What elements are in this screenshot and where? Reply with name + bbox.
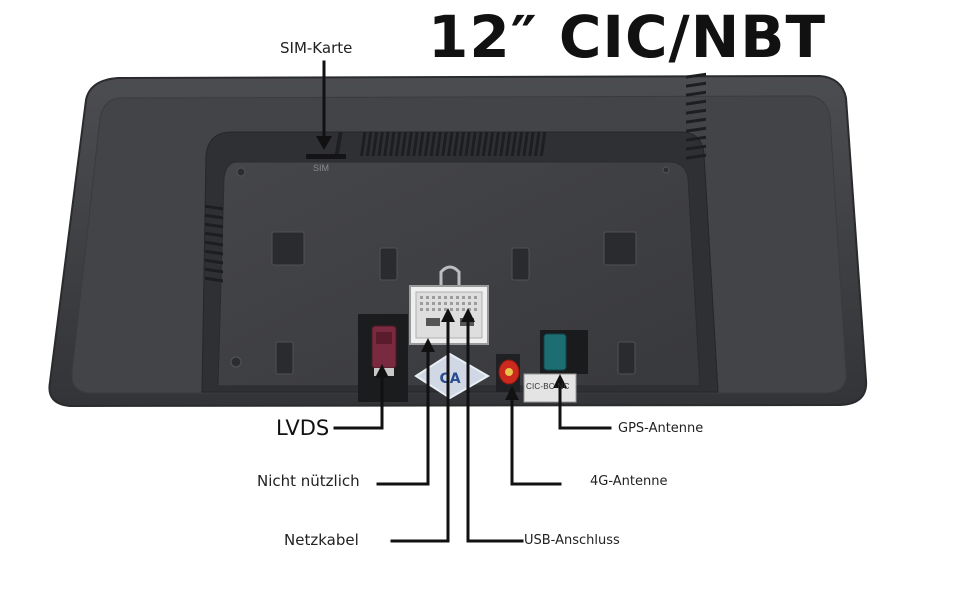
logo-sticker: CA [414,352,490,400]
screw-bottom-left [230,356,242,368]
top-vents [334,132,343,156]
screw-top-left [236,167,246,177]
label-not-useful: Nicht nützlich [257,472,360,490]
arrow-heads [316,136,567,400]
gps-connector [523,330,588,403]
label-4g-antenna: 4G-Antenne [590,474,668,489]
sim-slot [306,154,346,159]
antenna-4g-connector [496,354,520,392]
mounting-clips [271,231,637,375]
svg-text:CA: CA [439,371,460,387]
label-power-cable: Netzkabel [284,531,359,549]
connector-hook [439,265,461,290]
sim-slot-engraving: SIM [313,163,330,173]
model-tag: CIC-BC-NC [526,382,570,391]
page-title: 12″ CIC/NBT [428,3,827,71]
screw-top-right [662,166,670,174]
label-lvds: LVDS [276,416,330,440]
label-usb-port: USB-Anschluss [524,533,620,548]
callout-arrows [322,60,612,543]
label-sim-card: SIM-Karte [280,39,353,57]
label-gps-antenna: GPS-Antenne [618,421,704,436]
